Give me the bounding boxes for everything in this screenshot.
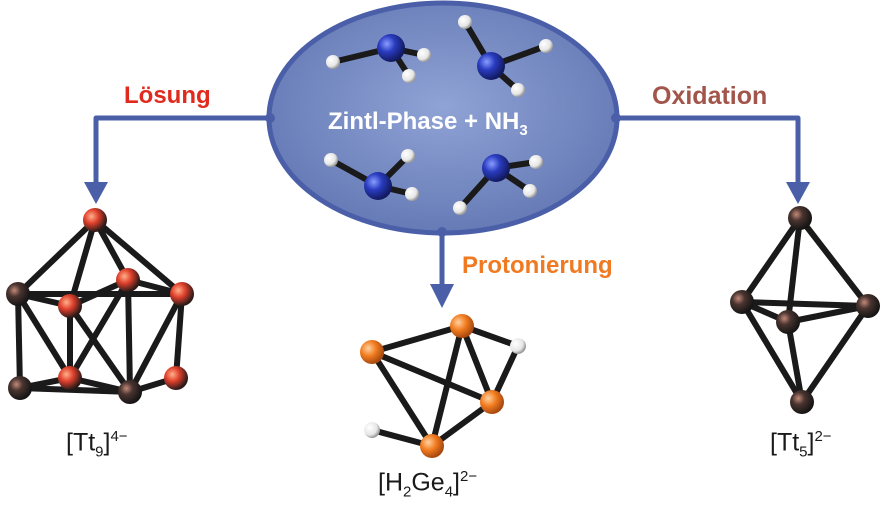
formula-h2ge4: [H2Ge4]2−: [378, 468, 478, 501]
arrows: [84, 115, 810, 308]
ellipse-node-left: [265, 113, 275, 123]
label-oxidation: Oxidation: [652, 82, 768, 110]
arrow-right-path: [616, 115, 801, 186]
ellipse-node-bottom: [437, 227, 447, 237]
formula-tt9: [Tt9]4−: [66, 428, 128, 461]
label-protonierung: Protonierung: [462, 252, 613, 279]
arrow-left-path: [93, 115, 270, 186]
tt5-cluster: [730, 206, 880, 414]
arrow-left-head: [84, 182, 108, 204]
arrow-right-head: [786, 182, 810, 204]
formula-tt5: [Tt5]2−: [770, 428, 832, 461]
arrow-middle-head: [430, 284, 454, 308]
nh3-molecule-2: [458, 15, 553, 97]
center-title: Zintl-Phase + NH3: [328, 108, 528, 139]
nh3-molecule-4: [453, 154, 543, 215]
tt9-cluster: [6, 208, 194, 404]
label-loesung: Lösung: [124, 82, 211, 109]
h2ge4-cluster: [360, 314, 526, 458]
ellipse-node-right: [611, 113, 621, 123]
nh3-molecule-1: [326, 34, 431, 83]
nh3-molecule-3: [324, 149, 419, 201]
